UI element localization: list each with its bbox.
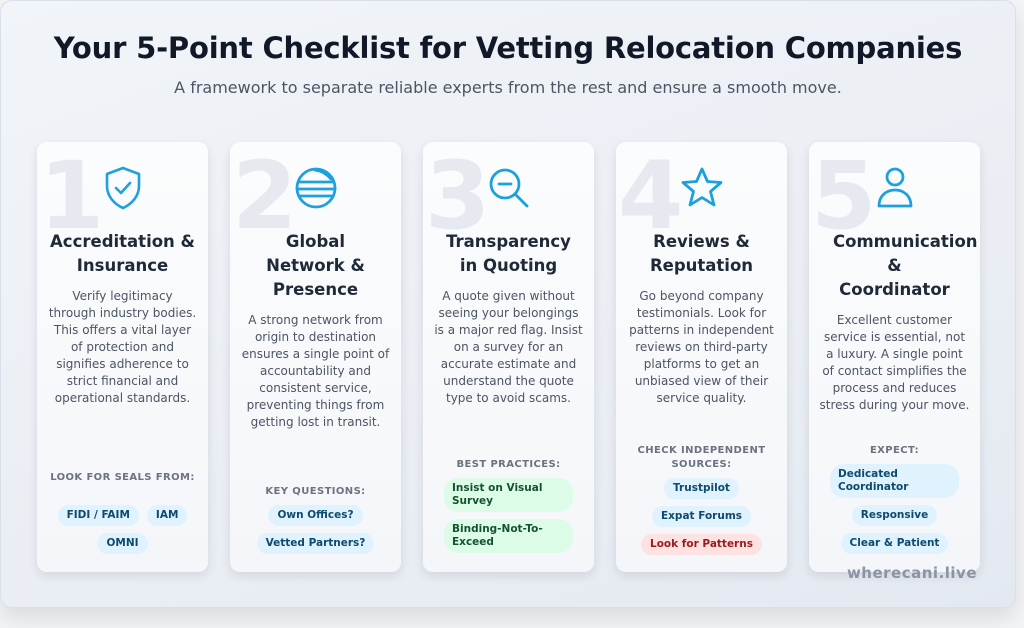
card-description: A quote given without seeing your belong… xyxy=(434,289,583,405)
badge-list: Trustpilot Expat Forums Look for Pattern… xyxy=(624,478,779,555)
page-title: Your 5-Point Checklist for Vetting Reloc… xyxy=(53,31,963,65)
badge: OMNI xyxy=(97,533,148,554)
card-title: Reviews & Reputation xyxy=(649,232,754,275)
badge: FIDI / FAIM xyxy=(57,505,139,526)
page-subtitle: A framework to separate reliable experts… xyxy=(174,78,842,97)
card-number: 3 xyxy=(425,142,491,251)
card-number: 5 xyxy=(811,142,877,251)
user-icon xyxy=(871,164,919,212)
badge-list: Insist on Visual Survey Binding-Not-To-E… xyxy=(431,478,586,553)
card-title: Accreditation & Insurance xyxy=(50,232,195,275)
checklist-card-quoting: 3 Transparency in Quoting A quote given … xyxy=(423,142,594,572)
badge: Trustpilot xyxy=(664,478,739,499)
badge-list: FIDI / FAIM IAM OMNI xyxy=(45,505,200,554)
card-label: KEY QUESTIONS: xyxy=(265,486,366,497)
card-number: 4 xyxy=(618,142,684,251)
checklist-card-reviews: 4 Reviews & Reputation Go beyond company… xyxy=(616,142,787,572)
card-title: Communication & Coordinator xyxy=(833,232,978,299)
badge: Own Offices? xyxy=(268,505,363,526)
card-description: A strong network from origin to destinat… xyxy=(241,313,390,429)
badge: Responsive xyxy=(851,505,938,526)
card-label: LOOK FOR SEALS FROM: xyxy=(50,472,195,483)
card-label: CHECK INDEPENDENT SOURCES: xyxy=(637,445,766,470)
checklist-card-accreditation: 1 Accreditation & Insurance Verify legit… xyxy=(37,142,208,572)
shield-check-icon xyxy=(99,164,147,212)
badge-list: Own Offices? Vetted Partners? xyxy=(238,505,393,554)
card-number: 1 xyxy=(39,142,105,251)
star-icon xyxy=(678,164,726,212)
badge: Clear & Patient xyxy=(840,533,949,554)
infographic-panel: Your 5-Point Checklist for Vetting Reloc… xyxy=(0,0,1016,608)
card-title: Global Network & Presence xyxy=(266,232,365,299)
card-label: EXPECT: xyxy=(869,445,920,456)
checklist-card-communication: 5 Communication & Coordinator Excellent … xyxy=(809,142,980,572)
watermark: wherecani.live xyxy=(846,564,977,582)
card-description: Excellent customer service is essential,… xyxy=(819,313,970,412)
badge: Insist on Visual Survey xyxy=(444,478,573,512)
globe-icon xyxy=(292,164,340,212)
card-description: Verify legitimacy through industry bodie… xyxy=(48,289,197,405)
checklist-card-network: 2 Global Network & Presence A strong net… xyxy=(230,142,401,572)
badge: Dedicated Coordinator xyxy=(830,464,959,498)
badge: Look for Patterns xyxy=(641,534,762,555)
badge: Expat Forums xyxy=(651,506,752,527)
card-description: Go beyond company testimonials. Look for… xyxy=(629,289,774,405)
card-label: BEST PRACTICES: xyxy=(456,459,561,470)
card-number: 2 xyxy=(232,142,298,251)
badge: Binding-Not-To-Exceed xyxy=(444,519,573,553)
zoom-out-search-icon xyxy=(485,164,533,212)
badge-list: Dedicated Coordinator Responsive Clear &… xyxy=(817,464,972,554)
badge: IAM xyxy=(146,505,188,526)
card-title: Transparency in Quoting xyxy=(446,232,571,275)
badge: Vetted Partners? xyxy=(256,533,375,554)
